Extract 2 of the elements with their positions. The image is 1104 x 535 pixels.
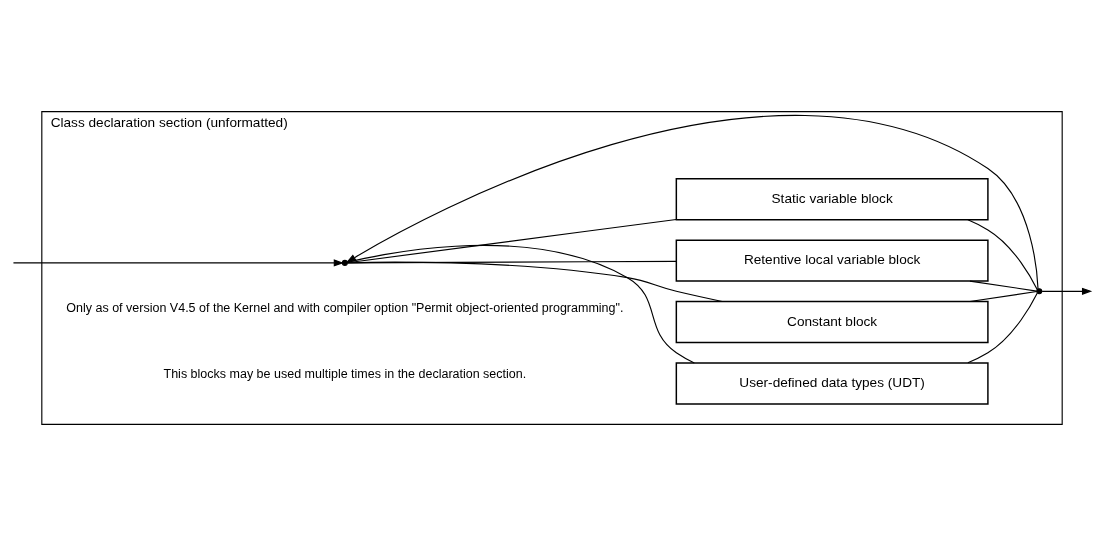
- label: This blocks may be used multiple times in the declaration section.: [163, 366, 527, 381]
- label: Only as of version V4.5 of the Kernel and with compiler option "Permit object-oriented programming".: [66, 300, 624, 315]
